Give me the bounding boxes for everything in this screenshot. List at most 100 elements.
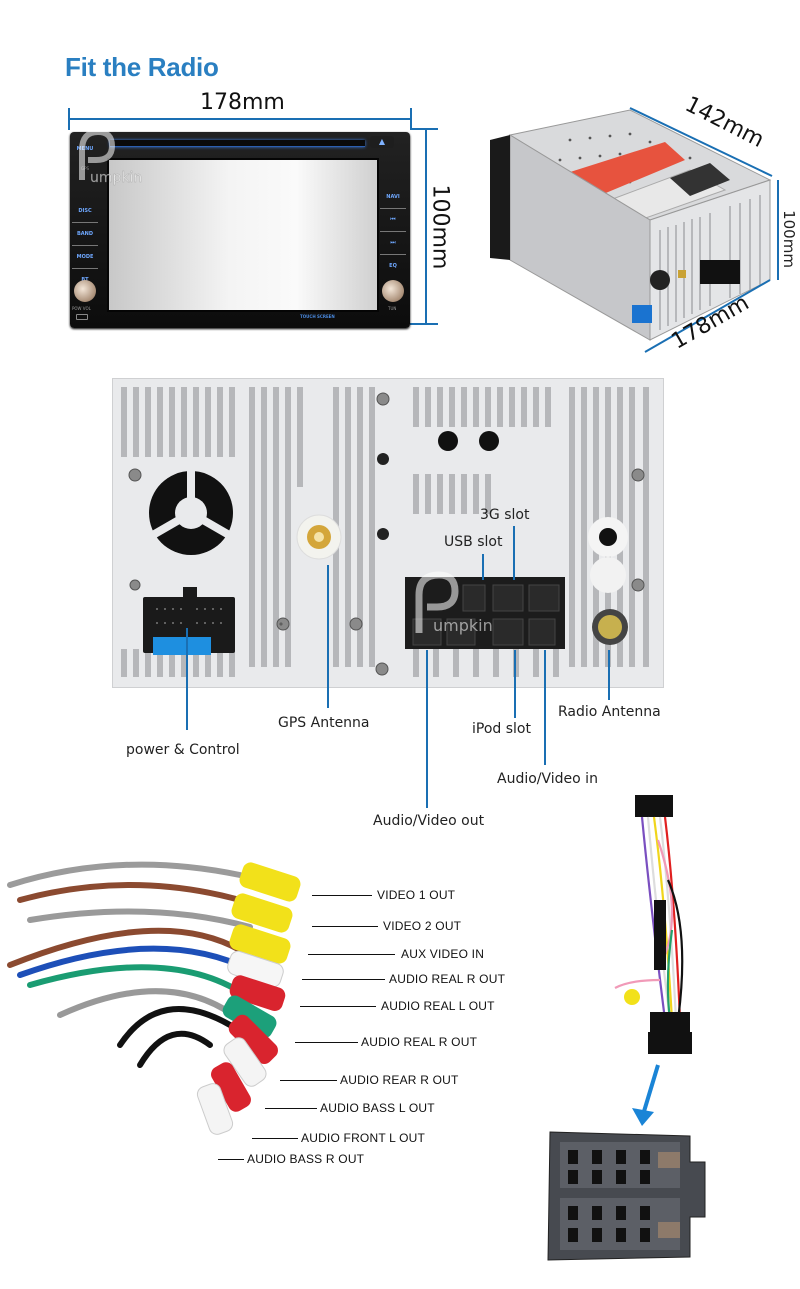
rca-label-audio-bass-r-out: AUDIO BASS R OUT bbox=[247, 1152, 365, 1166]
gps-antenna-connector bbox=[296, 514, 342, 560]
brand-watermark: umpkin bbox=[60, 128, 170, 188]
arrow-down-icon bbox=[628, 1060, 668, 1130]
label-usb-slot: USB slot bbox=[444, 534, 503, 550]
rear-hole bbox=[438, 431, 458, 451]
label-3g-slot: 3G slot bbox=[480, 507, 530, 523]
rca-label-audio-rear-r-out: AUDIO REAR R OUT bbox=[340, 1073, 459, 1087]
leader-radio-antenna bbox=[608, 650, 610, 700]
prev-button[interactable]: ⏮ bbox=[380, 209, 406, 232]
eq-button[interactable]: EQ bbox=[389, 263, 397, 269]
harness-bottom-connector bbox=[650, 1012, 690, 1032]
rca-leader-2 bbox=[312, 926, 378, 927]
tune-knob[interactable] bbox=[382, 280, 404, 302]
radio-front-unit: ▲ MENU GPS DISC BAND MODE BT NAVI ⏮ ⏭ EQ… bbox=[70, 132, 410, 328]
rca-label-audio-bass-l-out: AUDIO BASS L OUT bbox=[320, 1101, 435, 1115]
harness-top-connector bbox=[635, 795, 673, 817]
leader-av-out bbox=[426, 650, 428, 808]
label-radio-antenna: Radio Antenna bbox=[558, 704, 661, 720]
rca-plugs bbox=[196, 862, 301, 1135]
label-av-out: Audio/Video out bbox=[373, 813, 485, 829]
band-button[interactable]: BAND bbox=[72, 223, 98, 246]
leader-gps-antenna bbox=[327, 565, 329, 708]
box-gps-connector bbox=[678, 270, 686, 278]
leader-3g-slot bbox=[513, 526, 515, 580]
av-multi-connector bbox=[405, 577, 565, 649]
power-control-connector bbox=[143, 587, 235, 655]
wiring-harness-drawing bbox=[614, 795, 692, 1054]
disc-button[interactable]: DISC bbox=[72, 200, 98, 223]
label-av-in: Audio/Video in bbox=[497, 771, 598, 787]
wiring-harness bbox=[610, 780, 720, 1060]
rear-brand-watermark: umpkin bbox=[409, 571, 519, 641]
rear-hole bbox=[479, 431, 499, 451]
leader-usb-slot bbox=[482, 554, 484, 580]
rca-leader-4 bbox=[302, 979, 385, 980]
rca-label-audio-front-l-out: AUDIO FRONT L OUT bbox=[301, 1131, 426, 1145]
touch-screen-badge: TOUCH SCREEN bbox=[300, 314, 335, 319]
disc-slot bbox=[110, 140, 365, 147]
front-width-label: 178mm bbox=[200, 90, 285, 115]
rca-label-audio-real-l-out: AUDIO REAL L OUT bbox=[381, 999, 495, 1013]
harness-rca-plug bbox=[624, 989, 640, 1005]
svg-text:umpkin: umpkin bbox=[433, 616, 493, 635]
pumpkin-logo-icon: umpkin bbox=[415, 571, 493, 635]
rca-label-audio-real-r-out-2: AUDIO REAL R OUT bbox=[361, 1035, 478, 1049]
box-depth-line bbox=[629, 107, 773, 177]
harness-filter bbox=[654, 900, 666, 970]
rca-leader-3 bbox=[308, 954, 395, 955]
rca-label-aux-video-in: AUX VIDEO IN bbox=[401, 947, 485, 961]
next-button[interactable]: ⏭ bbox=[380, 232, 406, 255]
rear-panel-illustration bbox=[121, 387, 649, 677]
spec-sticker-dark bbox=[670, 163, 730, 196]
eject-button[interactable]: ▲ bbox=[370, 136, 394, 148]
rca-cable-drawing bbox=[7, 861, 301, 1135]
mode-button[interactable]: MODE bbox=[72, 246, 98, 269]
box-front-bezel bbox=[490, 135, 510, 260]
front-height-tick-top bbox=[410, 128, 438, 130]
radio-box-illustration bbox=[490, 107, 779, 353]
front-width-tick-left bbox=[68, 108, 70, 130]
front-width-tick-right bbox=[410, 108, 412, 130]
box-av-connector bbox=[700, 260, 740, 284]
svg-text:umpkin: umpkin bbox=[90, 170, 142, 186]
box-height-label: 100mm bbox=[779, 210, 798, 268]
rca-label-audio-real-r-out-1: AUDIO REAL R OUT bbox=[389, 972, 506, 986]
volume-knob[interactable] bbox=[74, 280, 96, 302]
touch-screen[interactable] bbox=[107, 158, 379, 312]
box-width-line bbox=[644, 279, 771, 353]
iso-connector-drawing bbox=[547, 1131, 706, 1261]
front-height-label: 100mm bbox=[427, 184, 453, 270]
usb-port[interactable] bbox=[76, 314, 88, 320]
page-title: Fit the Radio bbox=[65, 52, 219, 82]
rca-leader-9 bbox=[252, 1138, 298, 1139]
rca-leader-6 bbox=[295, 1042, 358, 1043]
front-view: 178mm 100mm ▲ MENU GPS DISC BAND MODE BT… bbox=[0, 90, 460, 340]
label-ipod-slot: iPod slot bbox=[472, 721, 531, 737]
label-gps-antenna: GPS Antenna bbox=[278, 715, 370, 731]
rca-leader-7 bbox=[280, 1080, 337, 1081]
rca-label-video-2-out: VIDEO 2 OUT bbox=[383, 919, 462, 933]
front-width-line bbox=[68, 118, 411, 120]
label-power-control: power & Control bbox=[126, 742, 240, 758]
rear-hole bbox=[377, 528, 389, 540]
box-fan-icon bbox=[650, 270, 670, 290]
pow-vol-label: POW VOL bbox=[72, 306, 91, 311]
leader-av-in bbox=[544, 650, 546, 765]
navi-button[interactable]: NAVI bbox=[380, 186, 406, 209]
radio-antenna-connector bbox=[588, 517, 628, 645]
rca-leader-10 bbox=[218, 1159, 244, 1160]
rear-panel: umpkin bbox=[112, 378, 664, 688]
box-power-connector bbox=[632, 305, 652, 323]
right-button-column: NAVI ⏮ ⏭ EQ bbox=[380, 186, 406, 277]
iso-connector bbox=[540, 1122, 720, 1272]
leader-power-control bbox=[186, 628, 188, 730]
rca-cable-illustration bbox=[0, 845, 330, 1165]
fan-vent-icon bbox=[149, 469, 233, 555]
rca-leader-8 bbox=[265, 1108, 317, 1109]
rear-hole bbox=[377, 453, 389, 465]
rca-leader-5 bbox=[300, 1006, 376, 1007]
leader-ipod-slot bbox=[514, 650, 516, 718]
tun-label: TUN bbox=[388, 306, 397, 311]
rca-leader-1 bbox=[312, 895, 372, 896]
front-height-tick-bottom bbox=[410, 323, 438, 325]
